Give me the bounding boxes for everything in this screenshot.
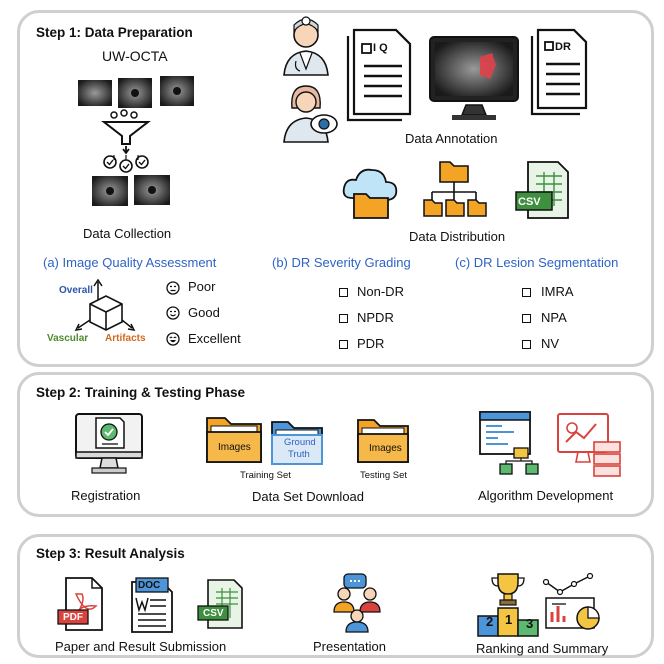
step1-title: Step 1: Data Preparation [36,25,193,40]
podium-second: 2 [486,614,494,629]
training-images-folder-icon [206,417,262,463]
level-good: Good [188,305,220,320]
level-poor: Poor [188,279,216,294]
octa-selected-images [92,175,170,206]
step2-title: Step 2: Training & Testing Phase [36,385,246,400]
uw-octa-label: UW-OCTA [102,48,168,64]
pdf-file-icon [57,577,103,631]
document-iq-icon [346,28,412,122]
ground-truth-label-1: Ground [284,437,316,448]
presentation-icon [333,573,381,633]
option-imra-checkbox [522,288,531,297]
option-npdr: NPDR [357,310,394,325]
doctor-female-eye-icon [283,85,338,143]
step3-title: Step 3: Result Analysis [36,546,185,561]
monitor-octa-lesion-icon [429,36,519,120]
document-dr-label: DR [555,41,571,53]
testing-set-label: Testing Set [360,470,407,481]
good-face-icon [166,306,180,320]
registration-monitor-icon [75,413,143,474]
csv-label: CSV [518,196,541,208]
poor-face-icon [166,281,180,295]
analytics-chart-icon [542,572,600,630]
task-a-title: (a) Image Quality Assessment [43,255,217,270]
axis-vascular-label: Vascular [47,333,89,344]
presentation-label: Presentation [313,639,386,654]
data-distribution-label: Data Distribution [409,229,506,244]
axis-overall-label: Overall [59,285,93,296]
registration-label: Registration [71,488,141,503]
ground-truth-label-2: Truth [288,449,310,460]
step3-panel [17,534,654,658]
algorithm-development-label: Algorithm Development [478,488,614,503]
data-collection-label: Data Collection [83,226,172,241]
folder-tree-icon [423,161,487,217]
testing-images-label: Images [369,443,402,454]
option-nv: NV [541,336,560,351]
task-c-title: (c) DR Lesion Segmentation [455,255,619,270]
training-set-label: Training Set [240,470,291,481]
pdf-label: PDF [63,612,83,623]
document-iq-label: I Q [373,42,388,54]
submission-csv-label: CSV [203,608,224,619]
axis-artifacts-label: Artifacts [105,333,146,344]
podium-first: 1 [505,612,513,627]
data-annotation-label: Data Annotation [405,131,498,146]
podium-third: 3 [526,616,534,631]
level-excellent: Excellent [188,331,241,346]
option-pdr-checkbox [339,340,348,349]
paper-submission-label: Paper and Result Submission [55,639,227,654]
cloud-folder-icon [342,168,398,219]
dataset-download-label: Data Set Download [252,489,365,504]
option-npa: NPA [541,310,567,325]
submission-csv-icon [197,579,243,629]
ranking-summary-label: Ranking and Summary [476,641,609,656]
ground-truth-folder-icon [271,421,323,465]
quality-cube-icon [74,278,136,331]
doc-label: DOC [138,580,161,591]
option-nondr: Non-DR [357,284,404,299]
option-npdr-checkbox [339,314,348,323]
option-pdr: PDR [357,336,385,351]
csv-file-icon [515,161,569,219]
document-dr-icon [530,28,588,116]
doc-file-icon [131,577,173,633]
option-npa-checkbox [522,314,531,323]
funnel-icon [101,109,151,173]
server-chart-icon [557,413,621,477]
option-imra: IMRA [541,284,574,299]
training-images-label: Images [218,442,251,453]
testing-images-folder-icon [357,419,409,463]
task-b-title: (b) DR Severity Grading [272,255,411,270]
code-window-icon [479,411,539,475]
option-nv-checkbox [522,340,531,349]
trophy-podium-icon [477,573,539,637]
doctor-male-icon [283,16,329,76]
option-nondr-checkbox [339,288,348,297]
excellent-face-icon [166,332,180,346]
octa-image-thumbnails [78,76,194,108]
